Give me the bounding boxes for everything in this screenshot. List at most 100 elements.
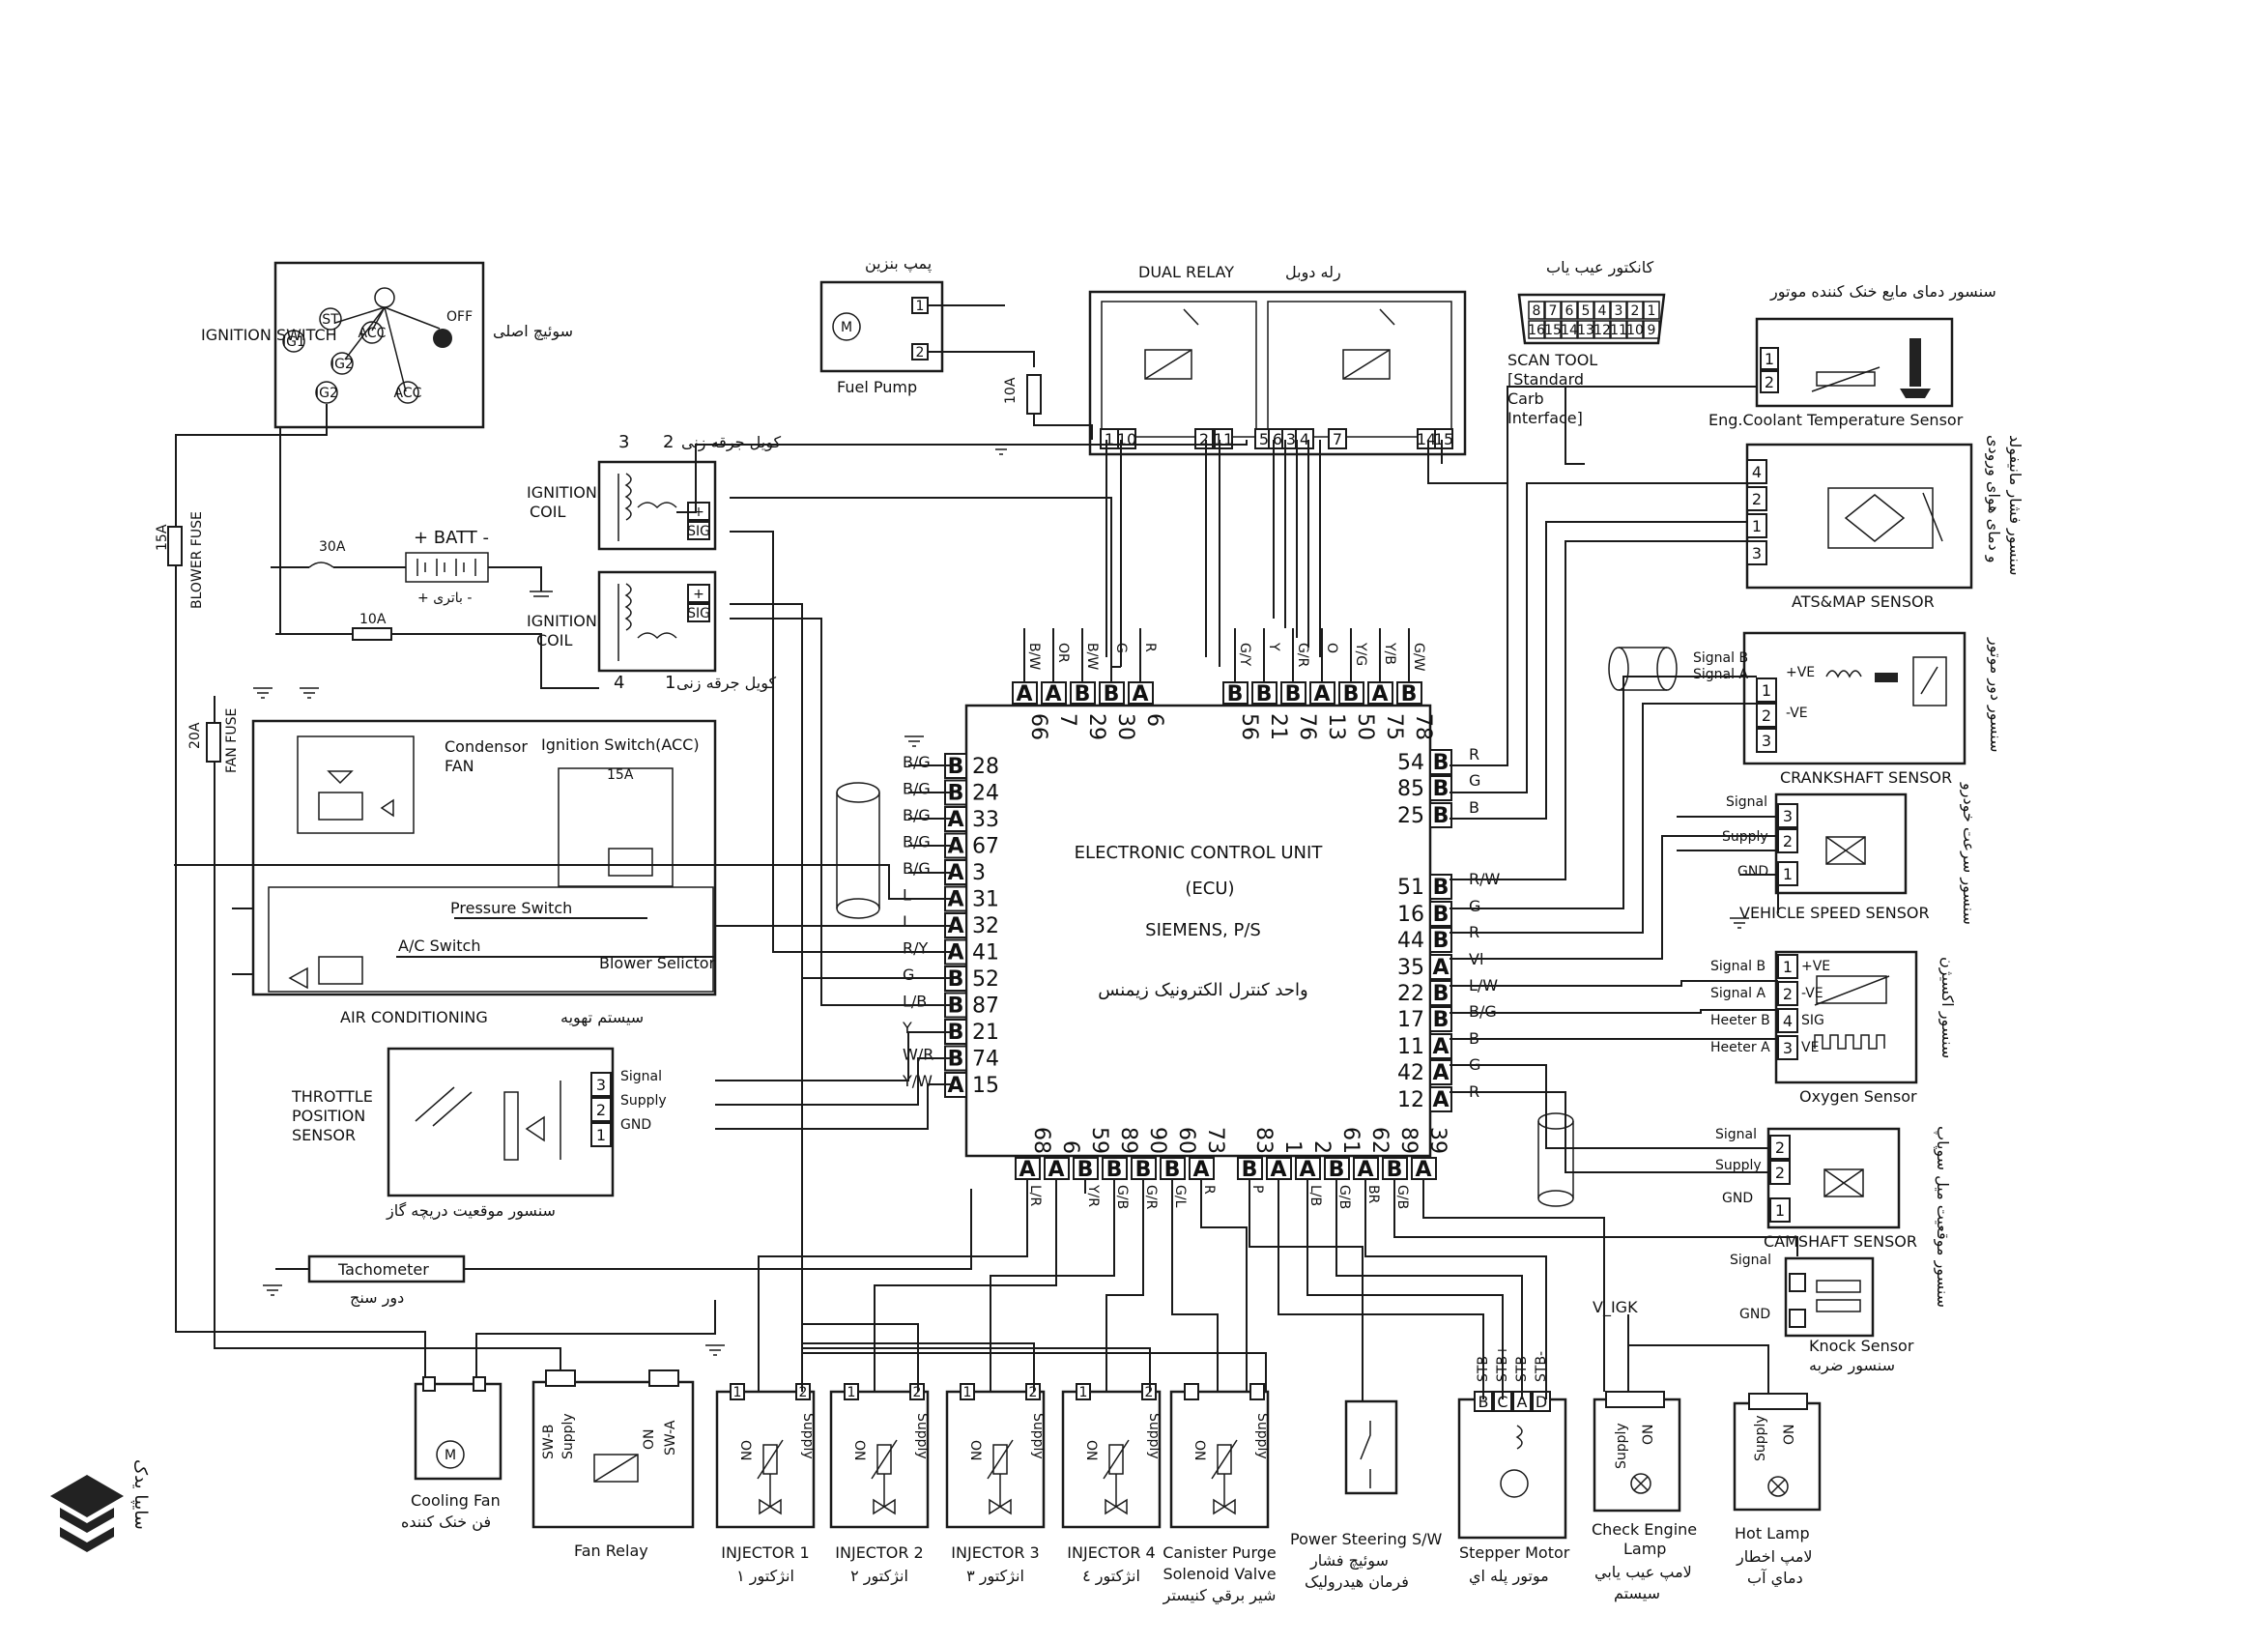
- vss-pin2: 2: [1783, 832, 1793, 850]
- oxygen-label: Heeter A: [1710, 1040, 1770, 1055]
- coil1-title2: COIL: [530, 503, 565, 521]
- crank-pin3: 3: [1762, 732, 1771, 750]
- ecu-subtitle: (ECU): [1185, 879, 1234, 899]
- ecu-pin-num: 7: [1055, 713, 1079, 727]
- ecu-wire-color: OR: [1055, 643, 1071, 663]
- ecu-title: ELECTRONIC CONTROL UNIT: [1075, 843, 1324, 863]
- ecu-pin-type: A: [1415, 1158, 1431, 1182]
- ac-switch: A/C Switch: [398, 937, 481, 955]
- ecu-pin-type: B: [1256, 682, 1273, 706]
- svg-text:Supply: Supply: [1030, 1413, 1046, 1459]
- ecu-pin-num: 67: [972, 835, 999, 859]
- scan-pin-num: 15: [1544, 323, 1562, 338]
- cel-fa: لامپ عیب یابي: [1594, 1563, 1692, 1582]
- relay-pin-num: 4: [1300, 430, 1309, 448]
- tps-title2: POSITION: [292, 1107, 365, 1125]
- injector-title: INJECTOR 2: [835, 1543, 923, 1562]
- ecu-pin-num: 25: [1397, 804, 1424, 828]
- oxygen-pin-num: 4: [1783, 1012, 1793, 1030]
- oxygen-pin-num: 2: [1783, 985, 1793, 1003]
- cam-pin-b: 2: [1775, 1164, 1785, 1182]
- crank-signal-b: Signal B: [1693, 650, 1748, 666]
- ecu-pin-num: 2: [1309, 1140, 1334, 1154]
- ecu-pin-num: 60: [1174, 1127, 1198, 1154]
- vehicle-speed-sensor: 3 2 1 Signal Supply GND VEHICLE SPEED SE…: [1722, 782, 1978, 925]
- crank-pin2: 2: [1762, 706, 1771, 725]
- ecu-wire-color: L/B: [903, 993, 927, 1011]
- ecu-wire-color: L: [903, 886, 911, 905]
- knock-sensor: Signal GND Knock Sensor سنسور ضربه: [1730, 1253, 1914, 1375]
- hot-lamp-fa: لامپ اخطار: [1736, 1547, 1813, 1567]
- ac-fuse15: 15A: [607, 767, 634, 783]
- scan-pin: [1610, 320, 1627, 339]
- cam-supply: Supply: [1715, 1158, 1762, 1173]
- ecu-pin-type: B: [948, 994, 964, 1019]
- vss-title: VEHICLE SPEED SENSOR: [1739, 904, 1930, 922]
- ecu-pin-type: B: [1433, 1008, 1450, 1032]
- ecu-pin-box: [1429, 954, 1452, 980]
- ecu-pin-num: 15: [972, 1074, 999, 1098]
- ecu-pin-box: [1429, 901, 1452, 927]
- ecu-pin-type: A: [1132, 682, 1148, 706]
- ecu-wire-color: B: [1469, 798, 1479, 817]
- ign-pos-st: ST: [322, 312, 339, 328]
- coil1-fa: کویل جرقه زنی: [681, 433, 781, 452]
- blower-fuse: 15A BLOWER FUSE: [155, 511, 205, 609]
- ecu-pin-type: B: [1227, 682, 1244, 706]
- coolant-pin2: 2: [1765, 373, 1774, 391]
- cam-gnd: GND: [1722, 1191, 1753, 1206]
- ecu-wire-color: G/W: [1411, 643, 1426, 672]
- ecu-wire-color: B/G: [903, 806, 931, 824]
- ecu-pin-type: A: [1016, 682, 1032, 706]
- cam-pin-a: 2: [1775, 1139, 1785, 1157]
- ecu-wire-color: B/G: [903, 859, 931, 878]
- scan-pin: [1643, 301, 1660, 320]
- ats-map-fa2: و دمای هوای ورودی: [1984, 435, 2003, 563]
- svg-text:ON: ON: [737, 1440, 753, 1461]
- ecu-pin-type: B: [948, 1021, 964, 1045]
- ats-pin: [1746, 513, 1767, 538]
- injector-fa: انژکتور ۲: [850, 1567, 908, 1586]
- cooling-fan: M Cooling Fan فن خنک کننده: [401, 1376, 502, 1532]
- ecu-pin-type: B: [1433, 876, 1450, 900]
- knock-signal: Signal: [1730, 1253, 1771, 1268]
- relay-pin: [1328, 428, 1347, 449]
- ecu-pin-type: B: [1433, 804, 1450, 828]
- ats-map-title: ATS&MAP SENSOR: [1792, 592, 1935, 611]
- coolant-pin1: 1: [1765, 350, 1774, 368]
- ecu-pin-type: A: [947, 808, 963, 832]
- relay-pin-num: 1: [1105, 430, 1114, 448]
- ecu-pin-num: 44: [1397, 929, 1424, 953]
- svg-text:ON: ON: [851, 1440, 867, 1461]
- ecu-pin-num: 90: [1145, 1127, 1169, 1154]
- vss-pin3: 3: [1783, 807, 1793, 825]
- crank-nve: -VE: [1786, 706, 1808, 721]
- injector-fa: انژکتور ۱: [736, 1567, 794, 1586]
- oxygen-pin-num: 1: [1783, 958, 1793, 976]
- ecu-pin-type: A: [1313, 682, 1330, 706]
- ecu-pin-num: 6: [1058, 1140, 1082, 1154]
- ecu-pin-type: A: [1432, 1061, 1449, 1085]
- svg-text:1: 1: [733, 1385, 742, 1400]
- ecu-pin-num: 89: [1116, 1127, 1140, 1154]
- ecu-wire-color: L/R: [1027, 1185, 1043, 1207]
- ecu-pin-type: A: [1371, 682, 1388, 706]
- coil2-sig: SIG: [687, 606, 710, 621]
- ecu-wire-color: G/B: [1336, 1185, 1352, 1209]
- battery-fa: + باتری -: [417, 591, 472, 606]
- oxygen-inner-label: SIG: [1801, 1013, 1824, 1028]
- fuel-pump-fa: پمپ بنزین: [865, 254, 932, 274]
- ats-pin-num: 4: [1752, 463, 1762, 481]
- coil2-title1: IGNITION: [527, 612, 597, 630]
- ecu-pin-type: A: [947, 941, 963, 966]
- vss-signal: Signal: [1726, 794, 1767, 810]
- fan-relay: SW-B Supply ON SW-A Fan Relay: [531, 1369, 695, 1560]
- injector-title: INJECTOR 1: [721, 1543, 809, 1562]
- tachometer: Tachometer دور سنج: [275, 1189, 972, 1308]
- ecu-pin-num: 89: [1396, 1127, 1421, 1154]
- scan-pin: [1561, 301, 1578, 320]
